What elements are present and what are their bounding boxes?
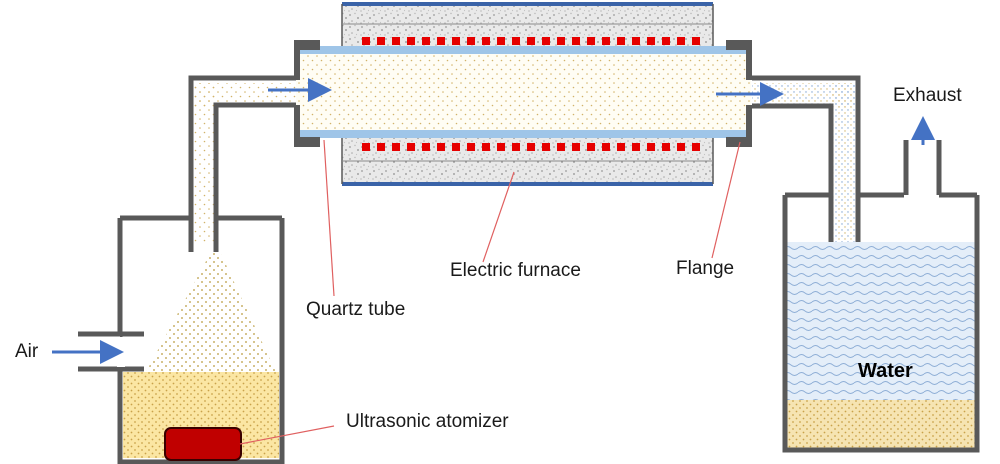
heater-element xyxy=(392,143,400,151)
heater-element xyxy=(542,143,550,151)
air-label: Air xyxy=(15,341,39,362)
heater-element xyxy=(557,37,565,45)
exhaust-label: Exhaust xyxy=(893,85,962,106)
heater-element xyxy=(512,143,520,151)
heater-element xyxy=(392,37,400,45)
heater-element xyxy=(572,37,580,45)
heater-element xyxy=(362,37,370,45)
flanges xyxy=(294,40,752,147)
heater-element xyxy=(647,143,655,151)
heater-element xyxy=(407,143,415,151)
heater-element xyxy=(542,37,550,45)
water-label: Water xyxy=(858,360,913,382)
ultrasonic-atomizer-unit xyxy=(164,427,242,461)
heater-element xyxy=(527,37,535,45)
heater-element xyxy=(602,37,610,45)
heater-element xyxy=(437,37,445,45)
leader-lines xyxy=(239,139,741,445)
heater-element xyxy=(467,143,475,151)
heater-element xyxy=(422,143,430,151)
aerosol-mist xyxy=(146,252,276,372)
heater-element xyxy=(662,37,670,45)
heater-element xyxy=(692,37,700,45)
quartz-tube-label: Quartz tube xyxy=(306,299,406,320)
quartz-tube xyxy=(296,46,751,138)
atomizer-vessel xyxy=(78,215,285,464)
heater-elements-top xyxy=(362,37,700,45)
heater-element xyxy=(662,143,670,151)
electric-furnace xyxy=(341,2,714,186)
heater-element xyxy=(602,143,610,151)
heater-element xyxy=(557,143,565,151)
heater-element xyxy=(527,143,535,151)
heater-element xyxy=(377,37,385,45)
heater-element xyxy=(632,143,640,151)
heater-element xyxy=(497,37,505,45)
heater-element xyxy=(467,37,475,45)
heater-element xyxy=(617,37,625,45)
water-vessel xyxy=(782,140,980,453)
heater-element xyxy=(677,37,685,45)
heater-element xyxy=(452,143,460,151)
heater-element xyxy=(647,37,655,45)
sediment xyxy=(787,400,975,448)
heater-element xyxy=(587,143,595,151)
heater-element xyxy=(632,37,640,45)
flange-label: Flange xyxy=(676,258,735,279)
heater-element xyxy=(482,143,490,151)
heater-element xyxy=(497,143,505,151)
heater-element xyxy=(572,143,580,151)
electric-furnace-label: Electric furnace xyxy=(450,260,581,281)
heater-element xyxy=(422,37,430,45)
heater-element xyxy=(377,143,385,151)
heater-element xyxy=(407,37,415,45)
heater-element xyxy=(452,37,460,45)
heater-element xyxy=(512,37,520,45)
inlet-pipe xyxy=(188,75,300,252)
heater-element xyxy=(437,143,445,151)
heater-element xyxy=(677,143,685,151)
heater-elements-bottom xyxy=(362,143,700,151)
ultrasonic-atomizer-label: Ultrasonic atomizer xyxy=(346,411,509,432)
heater-element xyxy=(482,37,490,45)
heater-element xyxy=(692,143,700,151)
heater-element xyxy=(617,143,625,151)
heater-element xyxy=(362,143,370,151)
flow-arrows xyxy=(52,78,935,364)
heater-element xyxy=(587,37,595,45)
